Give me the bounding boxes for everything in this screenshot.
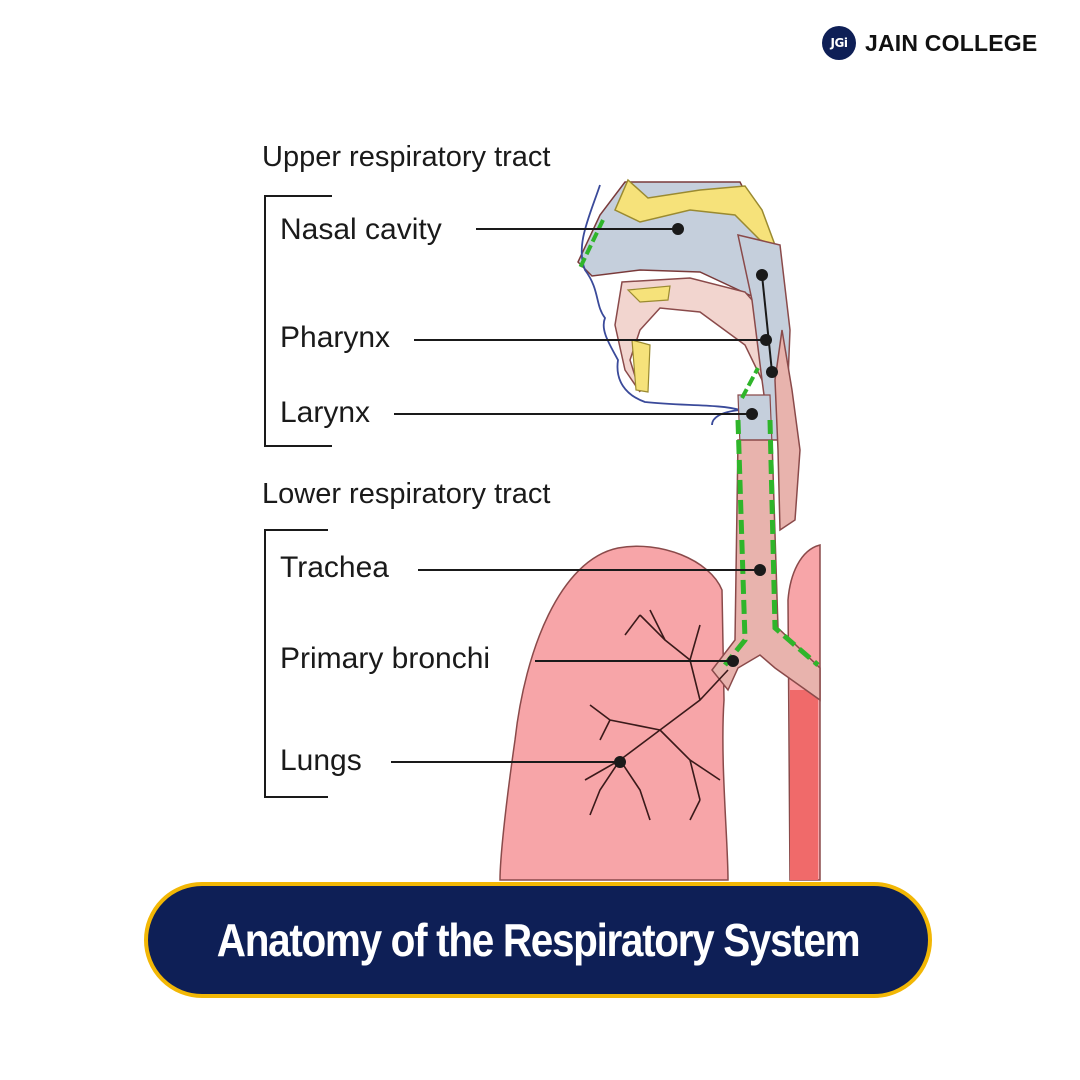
bronchial-tree	[584, 609, 729, 821]
label-pharynx: Pharynx	[280, 321, 391, 354]
leader-lines	[391, 223, 778, 768]
jgi-logo: JGi	[822, 26, 856, 60]
lower-tract-title: Lower respiratory tract	[262, 478, 551, 510]
brand-name: JAIN COLLEGE	[865, 29, 1038, 56]
brand: JGi JAIN COLLEGE	[822, 26, 1037, 60]
cilia-larynx	[740, 367, 760, 399]
title-banner: Anatomy of the Respiratory System	[144, 882, 932, 998]
lower-bracket	[264, 529, 328, 798]
jaw-bone	[631, 339, 651, 393]
teeth-bone	[626, 285, 671, 303]
vessel	[790, 690, 818, 880]
label-lungs: Lungs	[280, 744, 362, 777]
banner-title: Anatomy of the Respiratory System	[216, 914, 861, 966]
palate	[614, 277, 769, 393]
label-nasal-cavity: Nasal cavity	[280, 213, 442, 246]
cilia-right	[767, 419, 820, 667]
larynx-shape	[737, 394, 773, 446]
label-primary-bronchi: Primary bronchi	[280, 642, 491, 675]
upper-bracket	[264, 195, 332, 447]
esophagus	[774, 329, 801, 532]
left-lung	[499, 545, 729, 881]
upper-tract-title: Upper respiratory tract	[262, 141, 551, 173]
label-larynx: Larynx	[280, 396, 371, 429]
label-trachea: Trachea	[280, 551, 389, 584]
